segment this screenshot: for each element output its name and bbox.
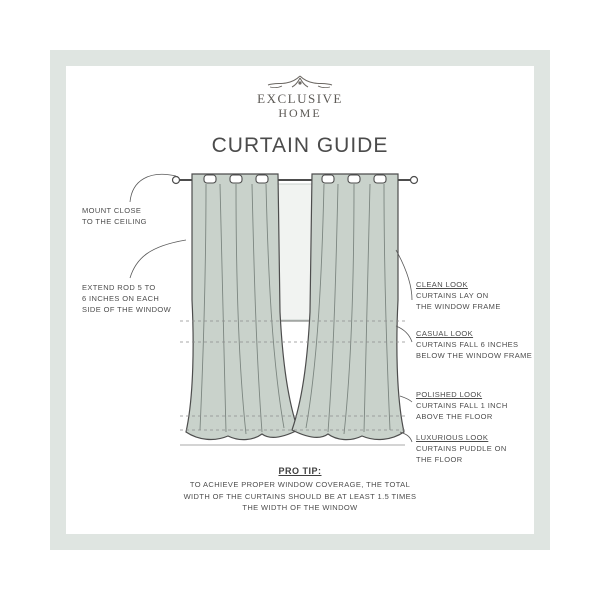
look-clean: CLEAN LOOK CURTAINS LAY ON THE WINDOW FR… [416,279,501,312]
note-line: TO THE CEILING [82,217,147,226]
look-polished: POLISHED LOOK CURTAINS FALL 1 INCH ABOVE… [416,389,508,422]
grommet-icon [203,174,217,184]
leader-clean-look [395,249,413,301]
look-heading: CLEAN LOOK [416,280,468,289]
look-line: CURTAINS FALL 6 INCHES [416,340,519,349]
look-line: CURTAINS PUDDLE ON [416,444,507,453]
look-heading: POLISHED LOOK [416,390,483,399]
grommet-icon [347,174,361,184]
pro-tip-line: WIDTH OF THE CURTAINS SHOULD BE AT LEAST… [183,491,417,501]
look-line: BELOW THE WINDOW FRAME [416,351,533,360]
pro-tip-line: TO ACHIEVE PROPER WINDOW COVERAGE, THE T… [189,480,411,489]
look-line: CURTAINS LAY ON [416,291,489,300]
pro-tip-body: TO ACHIEVE PROPER WINDOW COVERAGE, THE T… [0,479,600,514]
note-line: EXTEND ROD 5 TO [82,283,156,292]
look-line: CURTAINS FALL 1 INCH [416,401,508,410]
grommet-icon [321,174,335,184]
curtain-panel-right [291,173,405,441]
note-line: 6 INCHES ON EACH [82,294,160,303]
note-extend-rod: EXTEND ROD 5 TO 6 INCHES ON EACH SIDE OF… [82,282,171,315]
note-line: MOUNT CLOSE [82,206,142,215]
note-mount-close: MOUNT CLOSE TO THE CEILING [82,205,147,227]
look-luxurious: LUXURIOUS LOOK CURTAINS PUDDLE ON THE FL… [416,432,507,465]
leader-polished-look [399,395,413,403]
rod-finial-left-icon [171,175,181,185]
leader-mount [129,173,177,203]
pro-tip-heading: PRO TIP: [278,466,322,476]
grommet-icon [229,174,243,184]
pro-tip-line: THE WIDTH OF THE WINDOW [242,503,358,512]
leader-luxurious-look [399,431,413,443]
curtain-panel-left [185,173,299,441]
note-line: SIDE OF THE WINDOW [82,305,172,314]
rod-finial-right-icon [409,175,419,185]
page-title: CURTAIN GUIDE [211,134,389,157]
brand-name-line1: EXCLUSIVE [257,91,343,106]
grommet-icon [373,174,387,184]
leader-extend-rod [129,239,187,279]
grommet-icon [255,174,269,184]
look-line: THE WINDOW FRAME [416,302,501,311]
look-line: ABOVE THE FLOOR [416,412,493,421]
brand-name-line2: HOME [278,106,322,120]
leader-casual-look [395,325,413,343]
look-heading: CASUAL LOOK [416,329,474,338]
look-line: THE FLOOR [416,455,463,464]
look-heading: LUXURIOUS LOOK [416,433,489,442]
look-casual: CASUAL LOOK CURTAINS FALL 6 INCHES BELOW… [416,328,532,361]
brand-ornament-icon [267,75,333,89]
